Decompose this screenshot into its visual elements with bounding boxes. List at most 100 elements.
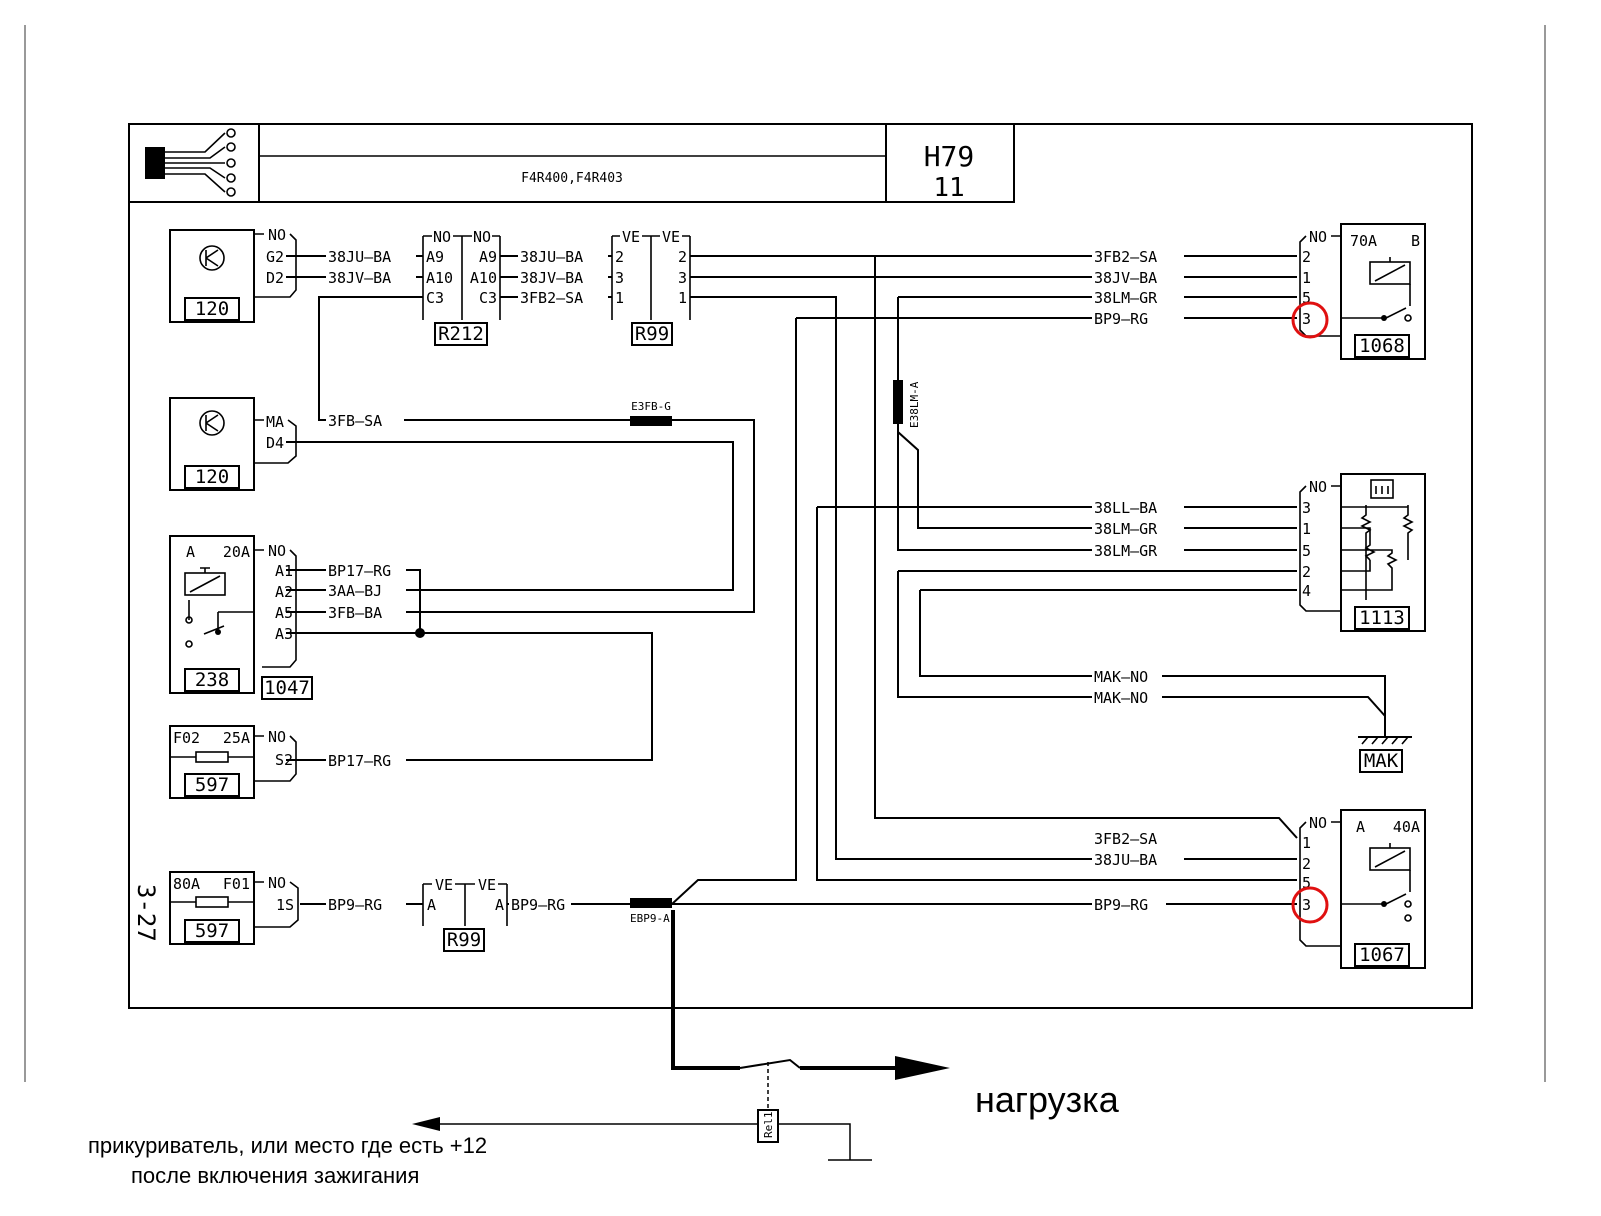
svg-text:40A: 40A (1393, 818, 1420, 836)
heater-icon (1370, 479, 1394, 499)
svg-text:3: 3 (1302, 310, 1311, 328)
svg-text:A: A (495, 896, 504, 914)
ground-mak: MAK (1358, 736, 1412, 773)
splice-e38lm: E38LM-A (893, 380, 921, 428)
svg-text:S2: S2 (275, 751, 293, 769)
svg-text:VE: VE (622, 228, 640, 246)
svg-text:3: 3 (678, 269, 687, 287)
svg-text:1: 1 (1302, 834, 1311, 852)
svg-text:NO: NO (1309, 478, 1327, 496)
highlight-circle-1067 (1291, 886, 1329, 924)
svg-text:Rel1: Rel1 (762, 1112, 775, 1139)
svg-text:38JV—BA: 38JV—BA (520, 269, 583, 287)
svg-text:NO: NO (433, 228, 451, 246)
source-arrow-icon (412, 1117, 440, 1131)
svg-text:3AA—BJ: 3AA—BJ (328, 582, 382, 600)
svg-text:5: 5 (1302, 289, 1311, 307)
svg-text:5: 5 (1302, 542, 1311, 560)
svg-text:3: 3 (615, 269, 624, 287)
wire-label: BP9—RG (509, 896, 571, 914)
svg-text:1113: 1113 (1359, 607, 1405, 629)
wire-label: BP9—RG (1092, 896, 1166, 914)
svg-text:1067: 1067 (1359, 944, 1405, 966)
svg-text:G2: G2 (266, 248, 284, 266)
wire-label: 38JV—BA (518, 269, 608, 287)
svg-text:2: 2 (615, 248, 624, 266)
wire-label: 3FB2—SA (518, 289, 608, 307)
component-120-top: 120 NO G2 D2 (169, 226, 297, 323)
component-1113: 1113 NO 3 1 5 2 4 (1299, 473, 1426, 632)
wire-label: 38LL—BA (1092, 499, 1184, 517)
component-597-fuse-f02: F02 25A 597 NO S2 (169, 725, 297, 799)
svg-text:C3: C3 (426, 289, 444, 307)
wire-label: 38LM—GR (1092, 289, 1184, 307)
wire-label: BP9—RG (1092, 310, 1184, 328)
svg-text:MAK—NO: MAK—NO (1094, 668, 1148, 686)
splice-ebp9: EBP9-A (630, 898, 672, 925)
svg-text:38JU—BA: 38JU—BA (328, 248, 391, 266)
wire-label: MAK—NO (1092, 668, 1162, 686)
svg-text:3FB2—SA: 3FB2—SA (1094, 248, 1157, 266)
svg-text:80A: 80A (173, 875, 200, 893)
wire-label: BP17—RG (326, 752, 406, 770)
svg-text:38JV—BA: 38JV—BA (328, 269, 391, 287)
wire-label: 38JV—BA (1092, 269, 1184, 287)
svg-text:A: A (186, 543, 195, 561)
svg-text:NO: NO (1309, 814, 1327, 832)
svg-text:A: A (427, 896, 436, 914)
svg-text:MA: MA (266, 413, 284, 431)
svg-text:R99: R99 (447, 929, 481, 951)
svg-text:4: 4 (1302, 582, 1311, 600)
svg-text:1: 1 (615, 289, 624, 307)
svg-text:NO: NO (268, 874, 286, 892)
added-relay-circuit: Rel1 (412, 1056, 950, 1161)
svg-text:A1: A1 (275, 562, 293, 580)
svg-text:1: 1 (678, 289, 687, 307)
wire-labels: 38JU—BA 38JV—BA 38JU—BA 38JV—BA 3FB2—SA … (326, 248, 1184, 914)
component-1067-relay: A 40A 1067 NO 1 2 5 3 (1299, 809, 1426, 969)
wire-label: BP9—RG (326, 896, 406, 914)
svg-text:38LL—BA: 38LL—BA (1094, 499, 1157, 517)
wire-label: 3FB—SA (326, 412, 404, 430)
svg-text:BP9—RG: BP9—RG (328, 896, 382, 914)
svg-text:3: 3 (1302, 896, 1311, 914)
wire-label: 38LM—GR (1092, 542, 1184, 560)
svg-text:F01: F01 (223, 875, 250, 893)
svg-text:D2: D2 (266, 269, 284, 287)
svg-text:A5: A5 (275, 604, 293, 622)
svg-text:2: 2 (678, 248, 687, 266)
svg-text:A10: A10 (426, 269, 453, 287)
splice-e3fb: E3FB-G (630, 400, 672, 426)
svg-text:120: 120 (195, 298, 229, 320)
svg-text:R99: R99 (635, 323, 669, 345)
svg-text:E38LM-A: E38LM-A (908, 381, 921, 428)
wire-label: 3FB2—SA (1092, 248, 1184, 266)
svg-text:BP9—RG: BP9—RG (1094, 310, 1148, 328)
load-arrow-icon (895, 1056, 950, 1080)
page-reference: 3-27 (132, 884, 160, 942)
wire-label: 3AA—BJ (326, 582, 406, 600)
svg-text:1: 1 (1302, 269, 1311, 287)
svg-text:BP9—RG: BP9—RG (511, 896, 565, 914)
wire-label: 3FB2—SA (1092, 830, 1184, 848)
svg-text:A3: A3 (275, 625, 293, 643)
wire-label: 3FB—BA (326, 604, 406, 622)
wire-label: 38JU—BA (326, 248, 416, 266)
svg-text:NO: NO (473, 228, 491, 246)
svg-text:3FB2—SA: 3FB2—SA (520, 289, 583, 307)
svg-text:38JV—BA: 38JV—BA (1094, 269, 1157, 287)
relay-rel1 (757, 1109, 779, 1143)
highlight-circle-1068 (1291, 301, 1329, 339)
variant-label: F4R400,F4R403 (521, 171, 623, 186)
svg-text:70A: 70A (1350, 232, 1377, 250)
svg-text:5: 5 (1302, 874, 1311, 892)
wire-label: MAK—NO (1092, 689, 1162, 707)
svg-text:3FB—BA: 3FB—BA (328, 604, 382, 622)
svg-text:120: 120 (195, 466, 229, 488)
svg-text:238: 238 (195, 669, 229, 691)
svg-text:BP17—RG: BP17—RG (328, 752, 391, 770)
sheet-number: 11 (933, 173, 964, 203)
svg-text:A2: A2 (275, 583, 293, 601)
svg-text:MAK: MAK (1364, 750, 1399, 772)
